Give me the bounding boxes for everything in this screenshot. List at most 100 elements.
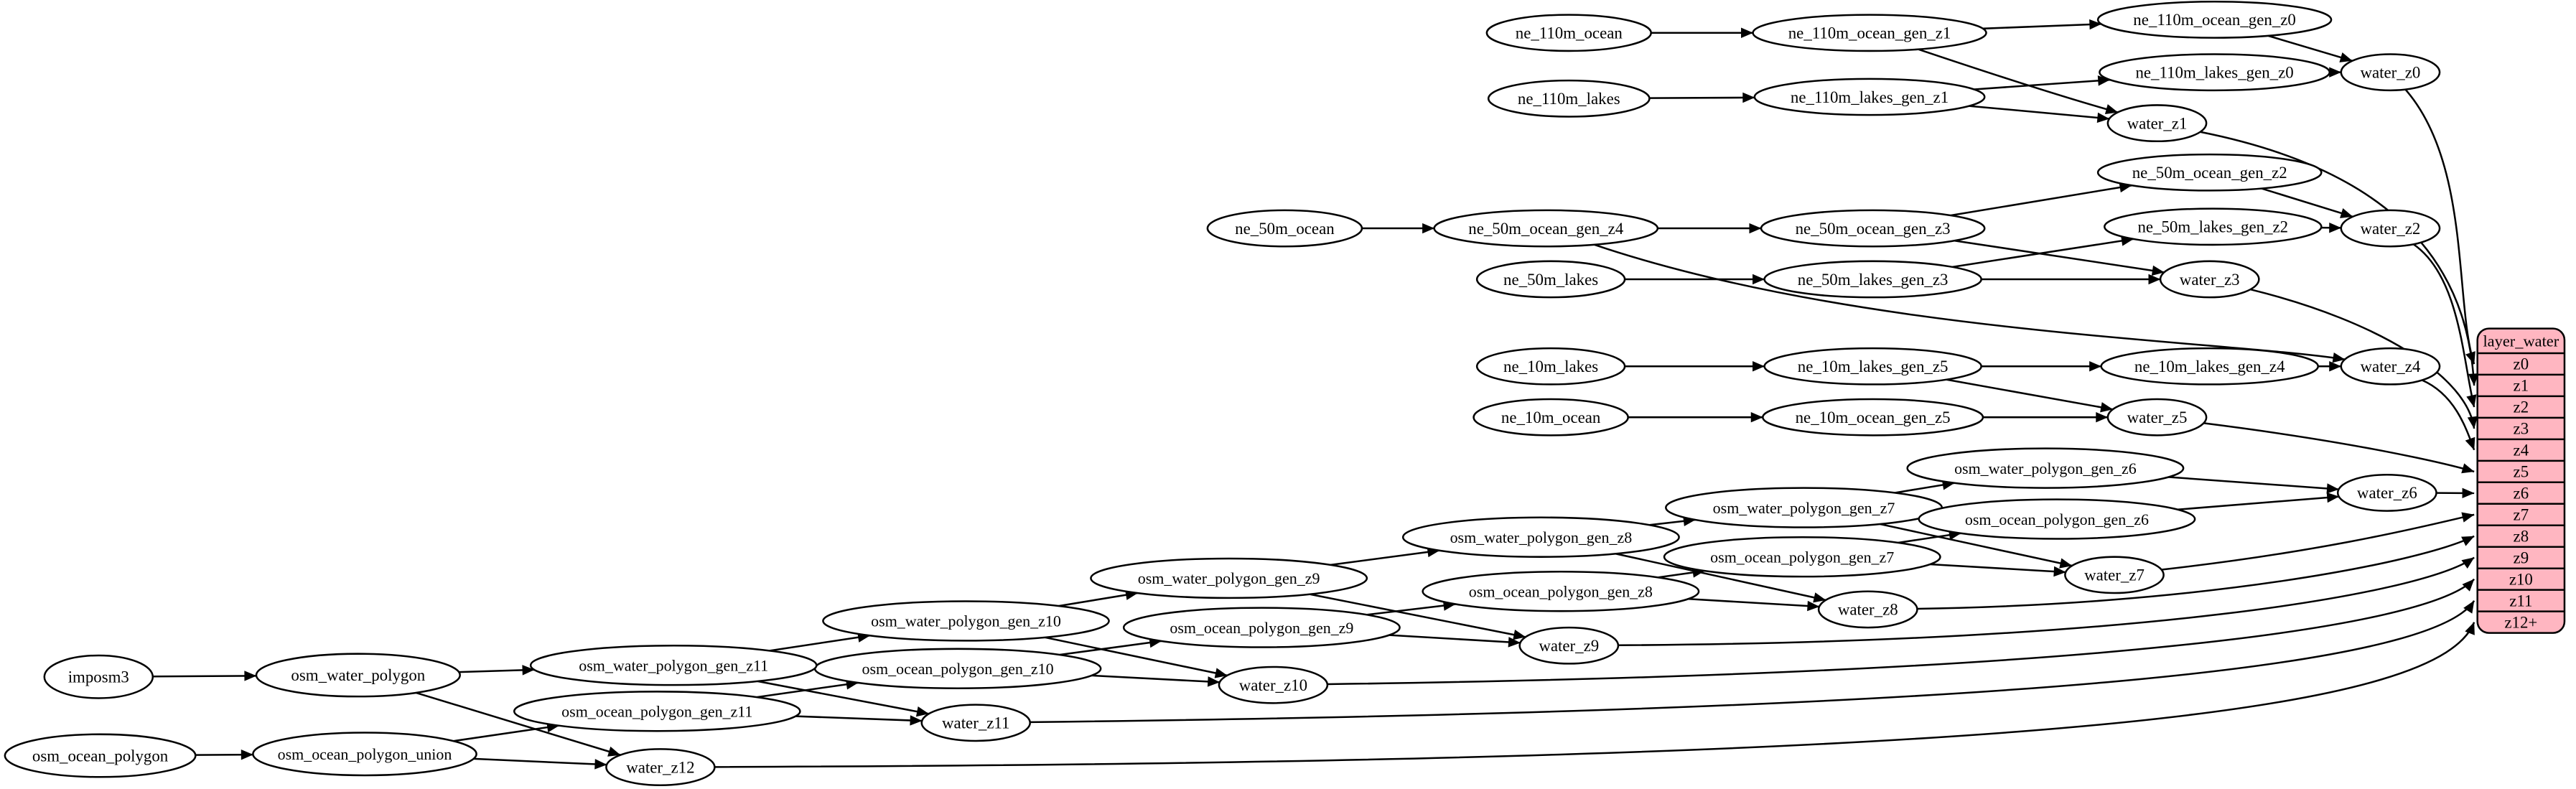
water_z4-shape [2340,347,2441,386]
node-ne_110m_ocean: ne_110m_ocean [1485,14,1652,52]
node-water_z5: water_z5 [2106,398,2208,436]
water_z2-shape [2340,209,2441,248]
osm_water_polygon_gen_z8-shape [1401,516,1680,558]
edge-ne_50m_ocean_gen_z3--ne_50m_ocean_gen_z2 [1951,182,2132,217]
osm_ocean_polygon_gen_z9-shape [1122,607,1401,648]
table-row-z11: z11 [2509,592,2532,610]
osm_water_polygon_gen_z9-label: osm_water_polygon_gen_z9 [1138,569,1320,587]
edge-osm_water_polygon--osm_water_polygon_gen_z11 [459,665,535,676]
ne_110m_ocean-label: ne_110m_ocean [1516,24,1623,42]
water_z10-shape [1218,666,1329,704]
ne_110m_ocean_gen_z1-label: ne_110m_ocean_gen_z1 [1788,24,1951,42]
node-water_z10: water_z10 [1218,666,1329,704]
table-row-z12+: z12+ [2504,613,2537,631]
edge-osm_ocean_polygon_union--osm_ocean_polygon_gen_z11 [453,722,560,742]
edge-osm_water_polygon_gen_z9--osm_water_polygon_gen_z8 [1330,546,1440,566]
ne_110m_lakes-label: ne_110m_lakes [1518,90,1620,108]
table-row-label-z11: z11 [2509,592,2532,610]
ne_110m_lakes-shape [1487,79,1651,118]
ne_50m_lakes_gen_z2-label: ne_50m_lakes_gen_z2 [2137,218,2288,236]
ne_110m_ocean_gen_z0-label: ne_110m_ocean_gen_z0 [2133,11,2296,29]
table-row-z5: z5 [2514,463,2529,481]
ne_50m_lakes_gen_z2-shape [2104,207,2323,246]
water_z8-shape [1817,590,1918,629]
table-row-label-z1: z1 [2514,377,2529,395]
ne_50m_ocean_gen_z3-shape [1760,209,1986,248]
node-osm_ocean_polygon_gen_z10: osm_ocean_polygon_gen_z10 [813,648,1102,689]
edge-ne_110m_ocean_gen_z1--ne_110m_ocean_gen_z0 [1982,19,2102,30]
table-layer_water: layer_waterz0z1z2z3z4z5z6z7z8z9z10z11z12… [2476,327,2566,634]
edge-osm_ocean_polygon_gen_z6--water_z6 [2177,492,2340,511]
node-ne_50m_ocean_gen_z3: ne_50m_ocean_gen_z3 [1760,209,1986,248]
edge-ne_10m_lakes_gen_z5--water_z5 [1946,378,2114,413]
edge-osm_ocean_polygon_gen_z8--water_z8 [1688,598,1820,612]
osm_ocean_polygon_union-label: osm_ocean_polygon_union [278,745,452,763]
ne_110m_lakes_gen_z1-shape [1753,78,1986,116]
table-row-z9: z9 [2514,548,2529,566]
edge-water_z9--layer_water-z9 [1618,556,2475,647]
edge-osm_water_polygon_gen_z7--water_z7 [1879,523,2073,569]
table-layer: layer_waterz0z1z2z3z4z5z6z7z8z9z10z11z12… [2476,327,2566,634]
water_z1-shape [2106,104,2208,143]
edge-water_z2--layer_water-z2 [2412,243,2477,408]
edge-water_z4--layer_water-z4 [2422,379,2475,451]
node-ne_110m_lakes: ne_110m_lakes [1487,79,1651,118]
osm_ocean_polygon_gen_z8-label: osm_ocean_polygon_gen_z8 [1469,583,1653,601]
osm_water_polygon_gen_z9-shape [1090,557,1368,599]
water_z3-shape [2159,260,2260,299]
ne_10m_ocean_gen_z5-label: ne_10m_ocean_gen_z5 [1796,408,1951,426]
table-title: layer_water [2483,332,2559,350]
node-ne_110m_lakes_gen_z0: ne_110m_lakes_gen_z0 [2099,53,2331,92]
node-osm_water_polygon_gen_z8: osm_water_polygon_gen_z8 [1401,516,1680,558]
edge-water_z8--layer_water-z8 [1917,535,2475,610]
edge-osm_ocean_polygon_gen_z11--water_z11 [795,715,923,726]
ne_110m_lakes_gen_z0-shape [2099,53,2331,92]
ne_50m_ocean-shape [1206,209,1363,248]
table-row-label-z2: z2 [2514,398,2529,416]
osm_water_polygon-label: osm_water_polygon [291,666,425,684]
water_z0-label: water_z0 [2361,63,2421,81]
osm_water_polygon_gen_z10-shape [822,600,1110,642]
node-osm_water_polygon_gen_z11: osm_water_polygon_gen_z11 [529,644,818,686]
water_z7-shape [2064,556,2165,594]
node-water_z4: water_z4 [2340,347,2441,386]
edge-ne_110m_lakes_gen_z1--ne_110m_lakes_gen_z0 [1974,75,2111,90]
edge-water_z7--layer_water-z7 [2161,512,2475,571]
node-water_z0: water_z0 [2340,53,2441,92]
ne_50m_ocean_gen_z4-shape [1433,209,1659,248]
node-osm_ocean_polygon_gen_z11: osm_ocean_polygon_gen_z11 [513,691,801,732]
node-osm_ocean_polygon_gen_z9: osm_ocean_polygon_gen_z9 [1122,607,1401,648]
osm_ocean_polygon_gen_z6-label: osm_ocean_polygon_gen_z6 [1965,510,2149,528]
osm_water_polygon_gen_z7-label: osm_water_polygon_gen_z7 [1713,499,1895,517]
osm_ocean_polygon_gen_z11-shape [513,691,801,732]
edge-osm_water_polygon_gen_z11--water_z11 [757,680,929,717]
node-ne_50m_ocean: ne_50m_ocean [1206,209,1363,248]
edge-osm_ocean_polygon_gen_z9--water_z9 [1389,634,1521,648]
osm_ocean_polygon_union-shape [252,732,477,777]
ne_50m_ocean_gen_z3-label: ne_50m_ocean_gen_z3 [1796,220,1951,238]
edge-osm_ocean_polygon_gen_z10--water_z10 [1091,674,1221,687]
table-row-label-z0: z0 [2514,355,2529,373]
ne_50m_ocean_gen_z2-label: ne_50m_ocean_gen_z2 [2132,164,2287,182]
table-row-z0: z0 [2514,355,2529,373]
osm_water_polygon_gen_z10-label: osm_water_polygon_gen_z10 [871,612,1061,630]
table-row-label-z12+: z12+ [2504,613,2537,631]
edge-ne_50m_ocean_gen_z2--water_z2 [2261,187,2353,218]
table-row-label-z8: z8 [2514,528,2529,546]
ne_110m_lakes_gen_z1-label: ne_110m_lakes_gen_z1 [1791,88,1949,106]
water_z11-shape [920,704,1032,742]
table-row-z10: z10 [2509,570,2533,588]
osm_water_polygon_gen_z6-shape [1906,447,2185,489]
node-ne_10m_ocean_gen_z5: ne_10m_ocean_gen_z5 [1762,398,1984,436]
node-osm_ocean_polygon: osm_ocean_polygon [4,733,197,778]
osm_water_polygon_gen_z6-label: osm_water_polygon_gen_z6 [1954,459,2137,477]
edge-osm_ocean_polygon_gen_z9--osm_ocean_polygon_gen_z8 [1366,600,1456,616]
water_z1-label: water_z1 [2127,114,2188,132]
node-ne_50m_lakes_gen_z2: ne_50m_lakes_gen_z2 [2104,207,2323,246]
edge-ne_50m_lakes_gen_z3--ne_50m_lakes_gen_z2 [1952,235,2134,269]
water_z4-label: water_z4 [2361,358,2421,375]
table-row-label-z7: z7 [2514,506,2529,524]
ne_50m_lakes_gen_z3-label: ne_50m_lakes_gen_z3 [1798,271,1949,289]
ne_110m_ocean-shape [1485,14,1652,52]
